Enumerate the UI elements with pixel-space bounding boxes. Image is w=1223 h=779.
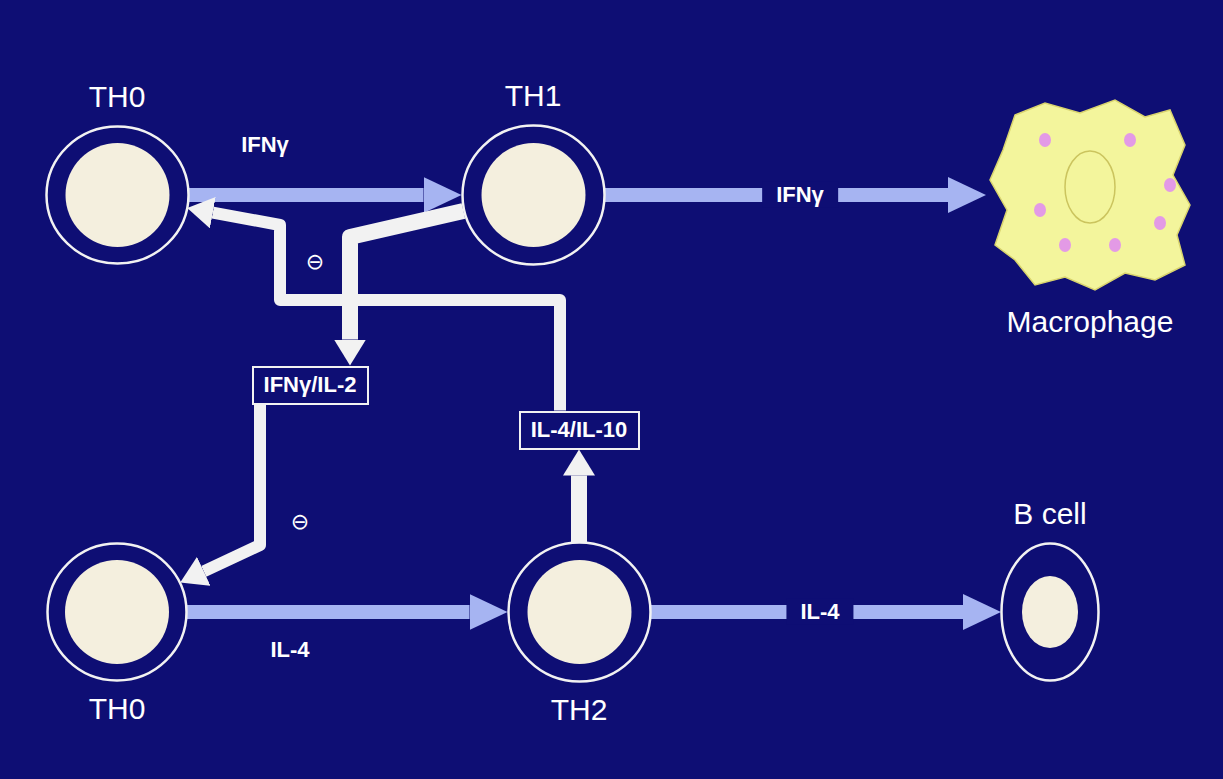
cytokine-name: IL-4 [786,599,853,625]
cell-outline [461,124,606,266]
t-cell: TH0 [45,125,190,265]
cytokine-label: IL-4/IL-10 [531,418,628,442]
cell-outline [45,125,190,265]
cell-outline [507,541,652,683]
granule [1109,238,1121,252]
t-cell: TH1 [461,124,606,266]
cell-name: TH0 [89,80,146,113]
cell-membrane [48,544,187,681]
cell-membrane [1002,544,1099,681]
cytokine-arrow [187,605,470,619]
t-cell: TH2 [507,541,652,683]
granule [1124,133,1136,147]
feedback-arrow [213,213,560,411]
cell-outline [1000,542,1100,682]
cell-membrane [462,126,604,265]
granule [1164,178,1176,192]
cytokine-name: IFNγ [241,132,289,158]
cell-name: Macrophage [1007,305,1174,338]
cell-outline [46,542,188,682]
cytokine-label: IFNγ/IL-2 [264,373,357,397]
macrophage-body [990,100,1190,290]
cytokine-box: IL-4/IL-10 [519,411,640,450]
cell-name: B cell [1013,497,1086,530]
inhibition-sign: ⊖ [291,511,309,533]
macrophage-nucleus [1065,151,1115,223]
granule [1059,238,1071,252]
feedback-arrow [571,476,587,543]
cell-nucleus [527,560,631,664]
feedback-arrow [204,405,260,572]
cell-nucleus [65,560,169,664]
cell-nucleus [65,143,169,247]
macrophage-cell: Macrophage [985,95,1195,295]
t-cell: TH0 [46,542,188,682]
cell-membrane [46,127,188,264]
cell-name: TH2 [551,693,608,726]
macrophage-outline [985,95,1195,295]
cell-name: TH0 [89,692,146,725]
cytokine-name: IFNγ [762,182,838,208]
cell-name: TH1 [505,79,562,112]
granule [1034,203,1046,217]
granule [1039,133,1051,147]
cytokine-name: IL-4 [270,637,309,663]
inhibition-sign: ⊖ [306,251,324,273]
cytokine-arrow [189,188,424,202]
cell-membrane [508,543,650,682]
feedback-arrow [350,211,463,340]
cytokine-box: IFNγ/IL-2 [252,366,369,405]
cell-nucleus [1022,576,1078,648]
cell-nucleus [481,143,585,247]
t-cell: B cell [1000,542,1100,682]
granule [1154,216,1166,230]
